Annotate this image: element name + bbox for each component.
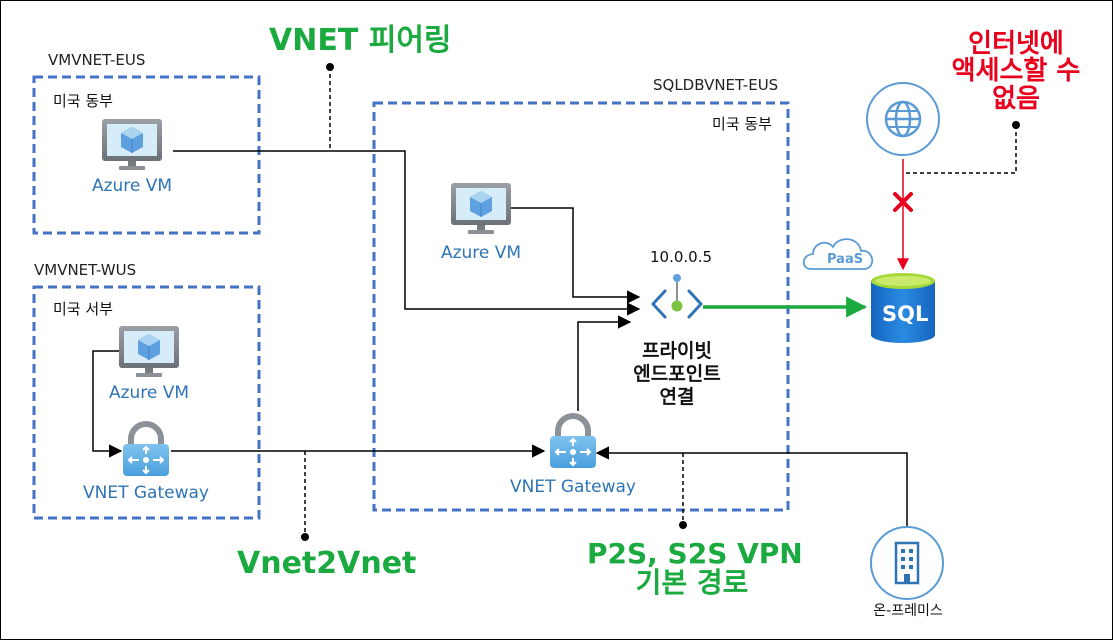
- peering-callout-dot: [326, 63, 334, 71]
- vnet2vnet-callout-dot: [301, 533, 309, 541]
- paas-cloud-icon: PaaS: [802, 238, 874, 270]
- private-endpoint-icon: [651, 274, 703, 319]
- vm-label-sqldb: Azure VM: [440, 243, 522, 263]
- wus-vm-to-gateway-line: [92, 350, 123, 458]
- gateway-label-wus: VNET Gateway: [83, 483, 209, 503]
- internet-globe-icon: [866, 82, 940, 156]
- region-box-wus: [32, 285, 261, 520]
- gateway-to-endpoint-line: [577, 315, 632, 411]
- region-title-eus: VMVNET-EUS: [48, 51, 146, 69]
- peering-connection-line: [173, 150, 641, 316]
- vpn-annotation: P2S, S2S VPN 기본 경로: [587, 537, 803, 600]
- region-box-eus: [32, 75, 261, 235]
- private-endpoint-label-line-2: 엔드포인트: [633, 362, 721, 385]
- sql-database-icon: SQL: [871, 273, 935, 343]
- private-endpoint-ip: 10.0.0.5: [650, 248, 713, 266]
- region-title-wus: VMVNET-WUS: [34, 261, 137, 279]
- vpn-annotation-line-2: 기본 경로: [635, 566, 749, 600]
- region-title-sqldb: SQLDBVNET-EUS: [653, 76, 779, 94]
- gateway-icon-wus: [123, 421, 169, 476]
- no-internet-callout-dot: [1012, 121, 1020, 129]
- vnet-peering-annotation: VNET 피어링: [269, 23, 452, 58]
- sql-icon-text: SQL: [882, 302, 928, 326]
- blocked-x-icon: [893, 192, 913, 212]
- no-internet-line-3: 없음: [992, 83, 1040, 114]
- vm-icon-eus: [102, 119, 162, 170]
- gateway-icon-sqldb: [550, 413, 596, 468]
- vm-label-eus: Azure VM: [91, 176, 173, 196]
- onprem-building-icon: [870, 526, 944, 600]
- private-endpoint-label: 프라이빗 엔드포인트 연결: [617, 340, 737, 408]
- location-label-eus: 미국 동부: [53, 92, 113, 110]
- vpn-callout-dot: [679, 521, 687, 529]
- onprem-to-gateway-line: [595, 446, 908, 526]
- no-internet-callout-line: [903, 125, 1017, 174]
- vpn-annotation-line-1: P2S, S2S VPN: [587, 537, 803, 570]
- sqldb-vm-connection-line: [511, 207, 641, 304]
- paas-badge-text: PaaS: [827, 252, 863, 267]
- location-label-sqldb: 미국 동부: [712, 115, 772, 133]
- vm-icon-sqldb: [451, 183, 511, 234]
- vnet2vnet-annotation: Vnet2Vnet: [237, 546, 417, 581]
- location-label-wus: 미국 서부: [53, 300, 113, 318]
- onprem-label: 온-프레미스: [873, 603, 943, 619]
- private-endpoint-label-line-1: 프라이빗: [642, 340, 712, 362]
- no-internet-line-2: 액세스할 수: [951, 56, 1081, 87]
- gateway-label-sqldb: VNET Gateway: [510, 477, 636, 497]
- vm-label-wus: Azure VM: [108, 383, 190, 403]
- vm-icon-wus: [119, 326, 179, 377]
- no-internet-line-1: 인터넷에: [968, 29, 1064, 59]
- no-internet-annotation: 인터넷에 액세스할 수 없음: [936, 29, 1096, 114]
- private-endpoint-label-line-3: 연결: [659, 385, 695, 408]
